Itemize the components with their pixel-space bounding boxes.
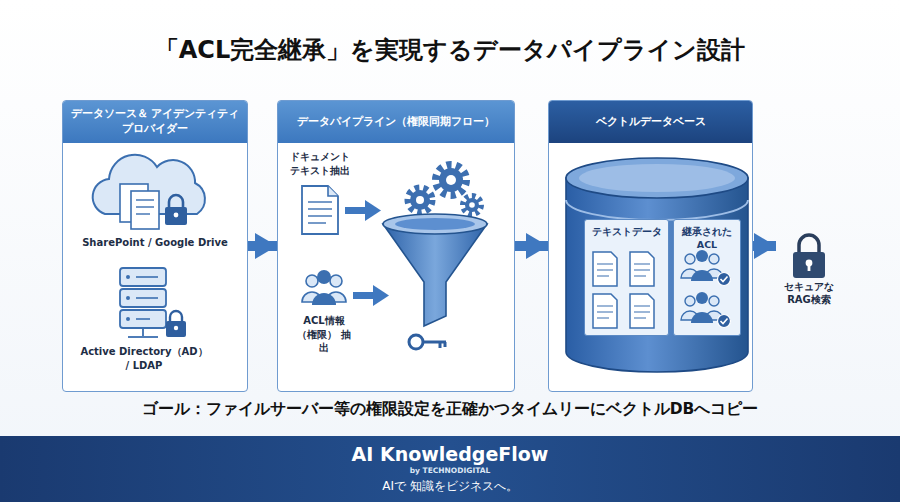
- panel-header: データソース＆ アイデンティティプロバイダー: [63, 101, 247, 143]
- panel-header: データパイプライン（権限同期フロー）: [278, 101, 514, 143]
- flow-connector: [248, 241, 277, 251]
- step-label: ドキュメント テキスト抽出: [288, 150, 352, 177]
- box-label: テキストデータ: [585, 226, 668, 239]
- text-document-icons: [593, 252, 617, 286]
- secure-lock-icon: [806, 260, 813, 267]
- vector-db-panel: ベクトルデータベーステキストデータ継承されたACL: [548, 100, 753, 392]
- diagram-title: 「ACL完全継承」を実現するデータパイプライン設計: [0, 34, 900, 66]
- footer-brand: AI KnowledgeFlow: [0, 442, 900, 468]
- text-document-icons: [630, 294, 654, 328]
- acl-group-icons: [681, 311, 699, 320]
- data-box: テキストデータ: [584, 219, 669, 336]
- acl-group-icons: [709, 296, 719, 306]
- acl-group-icons: [685, 296, 695, 306]
- acl-group-icons: [681, 269, 699, 278]
- secure-lock-icon: [793, 235, 825, 278]
- footer-company: by TECHNODIGITAL: [0, 466, 900, 476]
- acl-group-icons: [691, 312, 713, 323]
- footer-band: [0, 436, 900, 502]
- panel-heading: データパイプライン（権限同期フロー）: [297, 115, 495, 130]
- goal-caption: ゴール：ファイルサーバー等の権限設定を正確かつタイムリーにベクトルDBへコピー: [0, 399, 900, 420]
- acl-group-icons: [681, 250, 731, 328]
- flow-connector: [515, 241, 548, 251]
- panel-heading: ベクトルデータベース: [596, 115, 706, 130]
- secure-lock-icon: [793, 252, 825, 278]
- acl-group-icons: [718, 273, 731, 286]
- acl-group-icons: [705, 269, 723, 278]
- acl-group-icons: [721, 319, 728, 324]
- pipeline-panel: データパイプライン（権限同期フロー）: [277, 100, 515, 392]
- panel-heading: データソース＆ アイデンティティプロバイダー: [69, 107, 241, 137]
- text-document-icons: [597, 264, 650, 318]
- secure-lock-icon: [808, 264, 811, 271]
- acl-group-icons: [718, 273, 731, 328]
- acl-group-icons: [681, 254, 723, 320]
- acl-group-icons: [721, 277, 728, 282]
- acl-group-icons: [696, 250, 708, 262]
- acl-group-icons: [696, 292, 708, 304]
- source-label: Active Directory（AD） / LDAP: [78, 345, 210, 372]
- rag-endpoint: セキュアな RAG検索: [776, 226, 842, 306]
- secure-lock-icon: [799, 235, 819, 254]
- text-document-icons: [630, 252, 654, 286]
- acl-group-icons: [691, 270, 713, 281]
- flow-connector: [753, 241, 776, 251]
- box-label: 継承されたACL: [674, 226, 740, 250]
- text-document-icons: [593, 252, 654, 328]
- acl-group-icons: [705, 311, 723, 320]
- acl-group-icons: [685, 254, 695, 264]
- footer-tagline: AIで 知識をビジネスへ。: [0, 478, 900, 494]
- source-label: SharePoint / Google Drive: [65, 236, 245, 250]
- acl-box: 継承されたACL: [673, 219, 741, 336]
- acl-group-icons: [691, 250, 713, 323]
- box-label: セキュアな RAG検索: [776, 280, 842, 306]
- acl-group-icons: [718, 315, 731, 328]
- acl-group-icons: [709, 254, 719, 264]
- step-label: ACL情報 （権限） 抽出: [296, 314, 352, 355]
- text-document-icons: [593, 294, 617, 328]
- panel-header: ベクトルデータベース: [549, 101, 752, 143]
